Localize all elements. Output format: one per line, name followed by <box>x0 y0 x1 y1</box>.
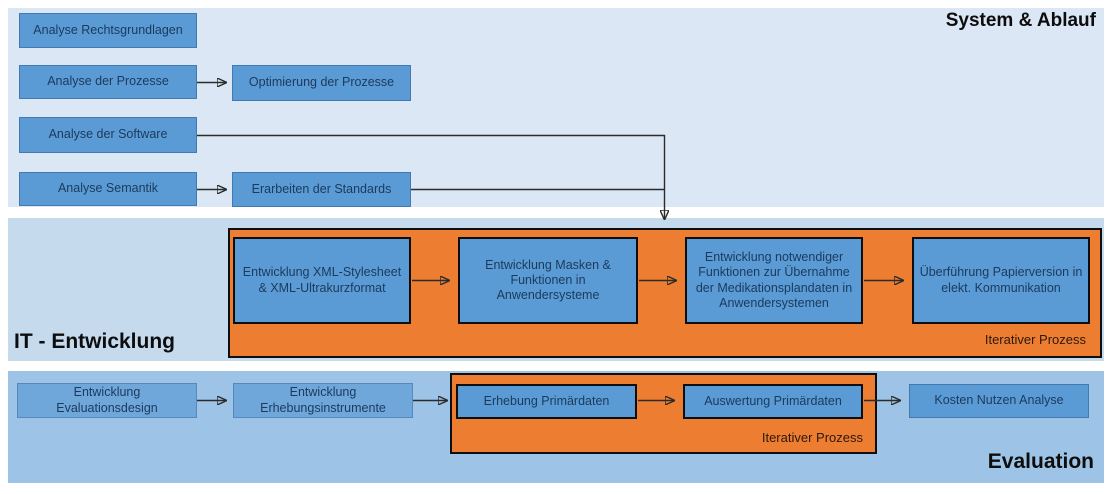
box-optimierung-der-prozesse: Optimierung der Prozesse <box>232 65 411 101</box>
box-analyse-der-prozesse: Analyse der Prozesse <box>19 65 197 99</box>
band-title-system-ablauf: System & Ablauf <box>945 10 1096 31</box>
iterative-process-label-eval: Iterativer Prozess <box>761 430 863 445</box>
box-analyse-semantik: Analyse Semantik <box>19 172 197 206</box>
box-analyse-rechtsgrundlagen: Analyse Rechtsgrundlagen <box>19 13 197 48</box>
box-analyse-der-software: Analyse der Software <box>19 117 197 153</box>
box-erarbeiten-der-standards: Erarbeiten der Standards <box>232 172 411 207</box>
band-title-evaluation: Evaluation <box>987 450 1094 473</box>
box-entwicklung-xml: Entwicklung XML-Stylesheet & XML-Ultraku… <box>233 237 411 324</box>
box-entwicklung-evaluationsdesign: Entwicklung Evaluationsdesign <box>17 383 197 418</box>
box-entwicklung-erhebungsinstrumente: Entwicklung Erhebungsinstrumente <box>233 383 413 418</box>
box-kosten-nutzen-analyse: Kosten Nutzen Analyse <box>909 384 1089 418</box>
box-auswertung-primaerdaten: Auswertung Primärdaten <box>683 384 863 419</box>
box-erhebung-primaerdaten: Erhebung Primärdaten <box>456 384 637 419</box>
box-entwicklung-funktionen-uebernahme: Entwicklung notwendiger Funktionen zur Ü… <box>685 237 863 324</box>
box-ueberfuehrung-papierversion: Überführung Papierversion in elekt. Komm… <box>912 237 1090 324</box>
band-title-it-entwicklung: IT - Entwicklung <box>14 330 175 353</box>
iterative-process-label-it: Iterativer Prozess <box>984 332 1086 347</box>
box-entwicklung-masken: Entwicklung Masken & Funktionen in Anwen… <box>458 237 638 324</box>
